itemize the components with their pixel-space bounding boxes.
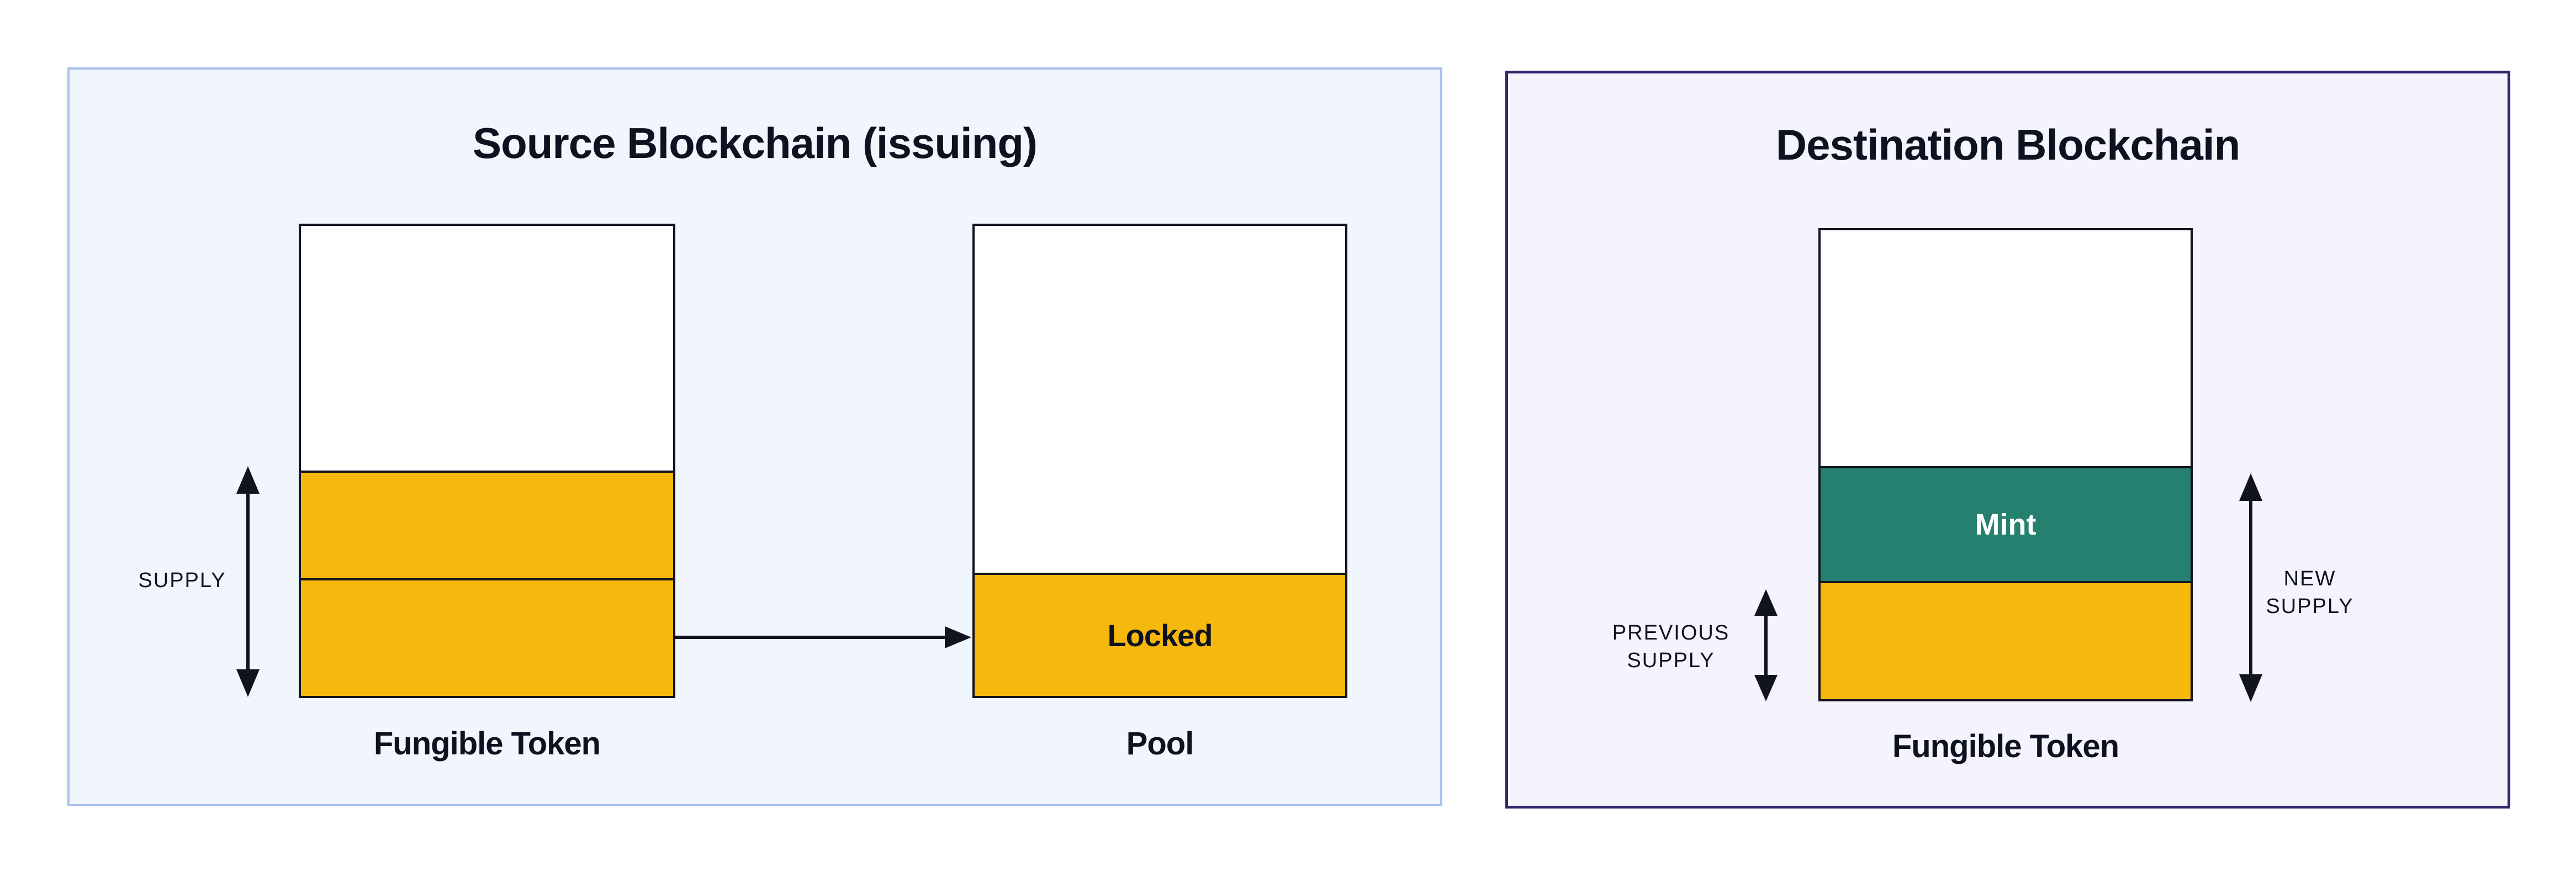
source-token-caption: Fungible Token [373, 726, 601, 762]
transfer-arrow-icon [675, 626, 971, 648]
previous-supply-segment [1821, 581, 2191, 699]
new-supply-line1: NEW [2283, 567, 2336, 590]
source-fungible-token-box [299, 224, 675, 698]
pool-box: Locked [972, 224, 1347, 698]
unissued-supply-segment [1821, 230, 2191, 466]
previous-supply-range-arrow-icon [1754, 589, 1778, 701]
pool-empty-segment [975, 226, 1345, 573]
locked-label: Locked [1107, 618, 1213, 653]
unissued-supply-segment [301, 226, 673, 471]
new-supply-range-label: NEW SUPPLY [2199, 565, 2420, 620]
previous-supply-line1: PREVIOUS [1612, 621, 1730, 644]
previous-supply-line2: SUPPLY [1627, 649, 1715, 673]
supply-lower-segment [301, 578, 673, 696]
new-supply-range-arrow-icon [2239, 473, 2262, 702]
mint-label: Mint [1975, 508, 2037, 541]
destination-blockchain-panel: Destination Blockchain Mint PREVIOUS SUP… [1505, 71, 2510, 809]
previous-supply-range-label: PREVIOUS SUPPLY [1561, 619, 1781, 674]
supply-range-label: SUPPLY [138, 569, 226, 592]
new-supply-line2: SUPPLY [2266, 595, 2354, 619]
mint-segment: Mint [1821, 466, 2191, 581]
supply-upper-segment [301, 471, 673, 578]
destination-token-caption: Fungible Token [1892, 728, 2119, 764]
destination-panel-title: Destination Blockchain [1775, 120, 2241, 169]
pool-locked-segment: Locked [975, 573, 1345, 696]
source-blockchain-panel: Source Blockchain (issuing) SUPPLY Locke… [67, 67, 1442, 806]
pool-caption: Pool [1126, 726, 1194, 762]
source-panel-title: Source Blockchain (issuing) [473, 119, 1038, 167]
supply-range-arrow-icon [236, 466, 260, 697]
destination-fungible-token-box: Mint [1818, 228, 2193, 701]
